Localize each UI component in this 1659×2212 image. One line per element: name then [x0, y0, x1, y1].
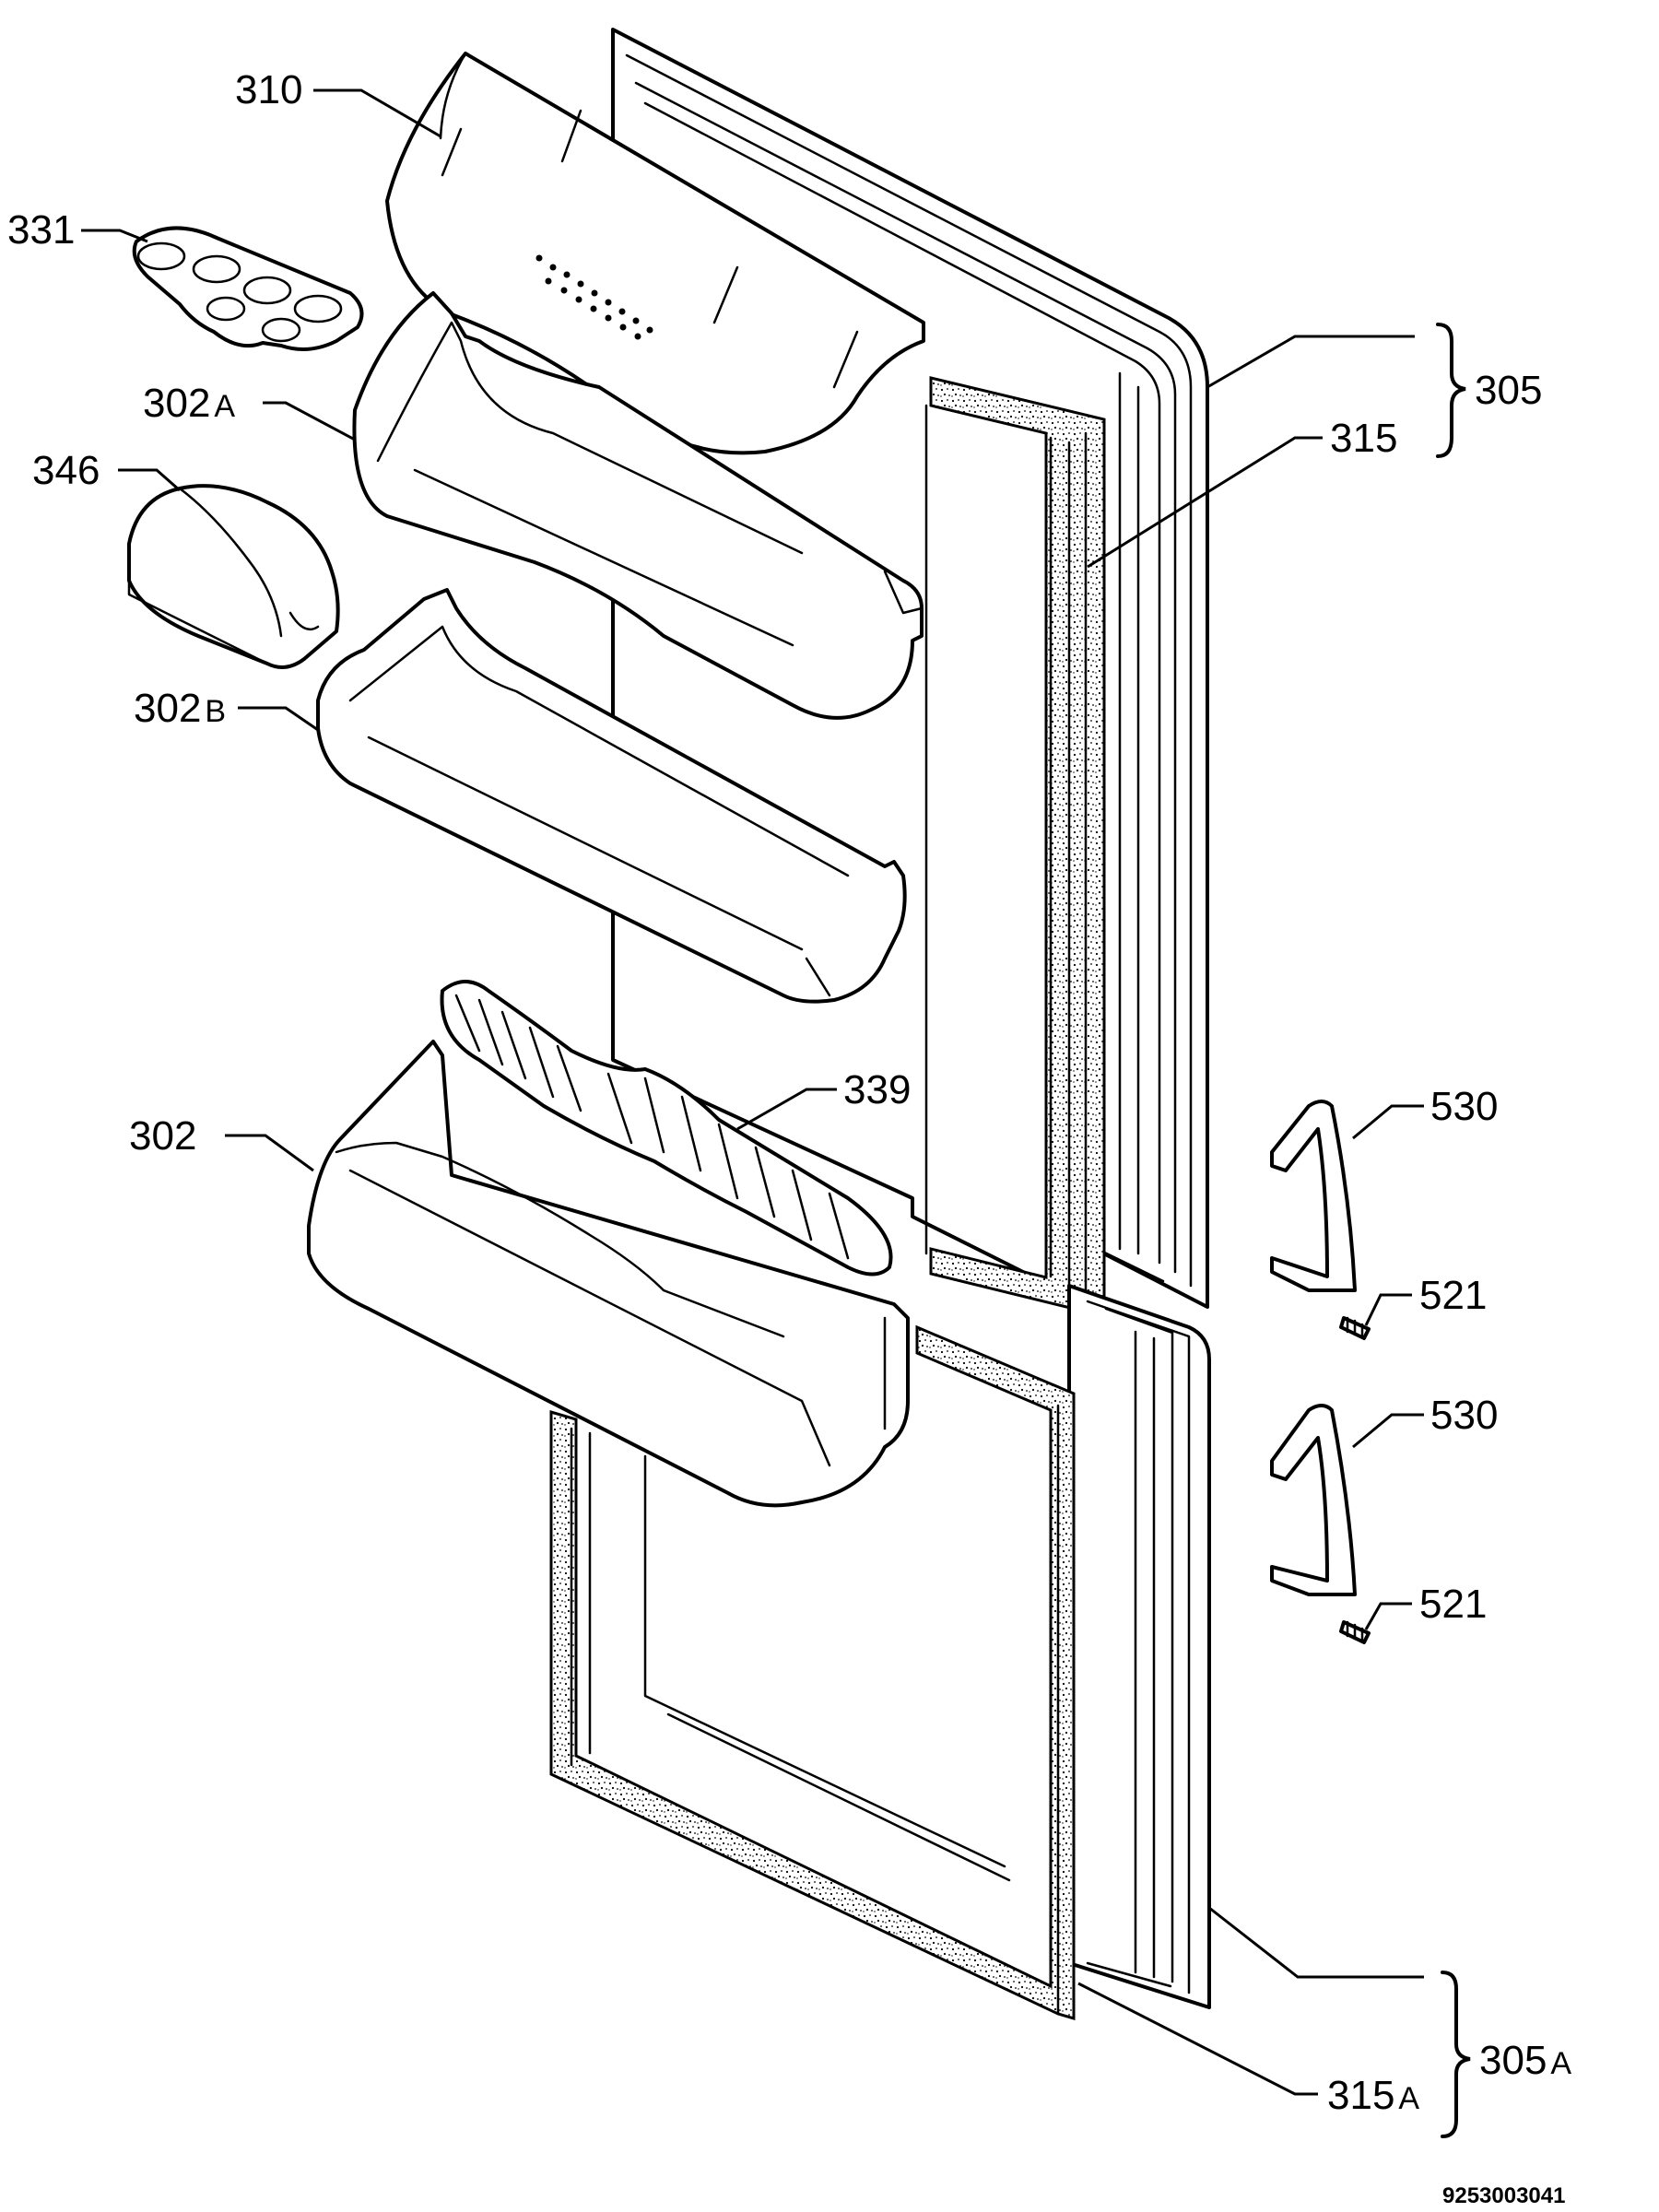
label-305a-number: 305 [1479, 2038, 1547, 2083]
label-302a-number: 302 [143, 381, 210, 426]
part-339-bottle-holder [440, 980, 893, 1277]
part-521-screw-bottom [1339, 1620, 1371, 1644]
part-331-egg-tray [132, 226, 364, 351]
label-302b-number: 302 [134, 686, 201, 731]
lower-door [1067, 1284, 1211, 2009]
label-521-top: 521 [1419, 1273, 1487, 1318]
label-315a-number: 315 [1327, 2073, 1394, 2118]
part-302-shelf [307, 1040, 910, 1508]
lid-vent-holes [535, 254, 653, 340]
label-302: 302 [129, 1113, 196, 1159]
part-302a-shelf [352, 291, 924, 720]
lower-door-gasket [549, 1324, 1076, 2021]
label-302a-suffix: A [214, 389, 235, 424]
part-521-screw-top [1339, 1316, 1371, 1340]
part-302b-shelf [316, 588, 907, 1004]
label-315: 315 [1330, 416, 1397, 461]
label-530-top: 530 [1430, 1084, 1498, 1129]
label-315a-suffix: A [1398, 2081, 1419, 2116]
upper-door-gasket [924, 376, 1106, 1318]
label-331: 331 [7, 207, 75, 253]
drawing-code: 9253003041 [1442, 2183, 1565, 2208]
part-530-handle-top [1270, 1100, 1357, 1292]
label-310: 310 [235, 67, 302, 112]
label-530-bottom: 530 [1430, 1393, 1498, 1438]
label-305: 305 [1475, 368, 1542, 413]
label-339: 339 [843, 1067, 911, 1112]
label-305a-suffix: A [1550, 2046, 1571, 2081]
label-346: 346 [32, 448, 100, 493]
brace-305a [1441, 1971, 1471, 2138]
label-302b-suffix: B [205, 694, 226, 729]
brace-305 [1436, 323, 1466, 458]
part-530-handle-bottom [1270, 1404, 1357, 1596]
part-310-lid [385, 52, 925, 455]
part-346-butter-dish [127, 484, 340, 669]
label-521-bottom: 521 [1419, 1582, 1487, 1627]
leader-lines [81, 88, 1424, 2096]
